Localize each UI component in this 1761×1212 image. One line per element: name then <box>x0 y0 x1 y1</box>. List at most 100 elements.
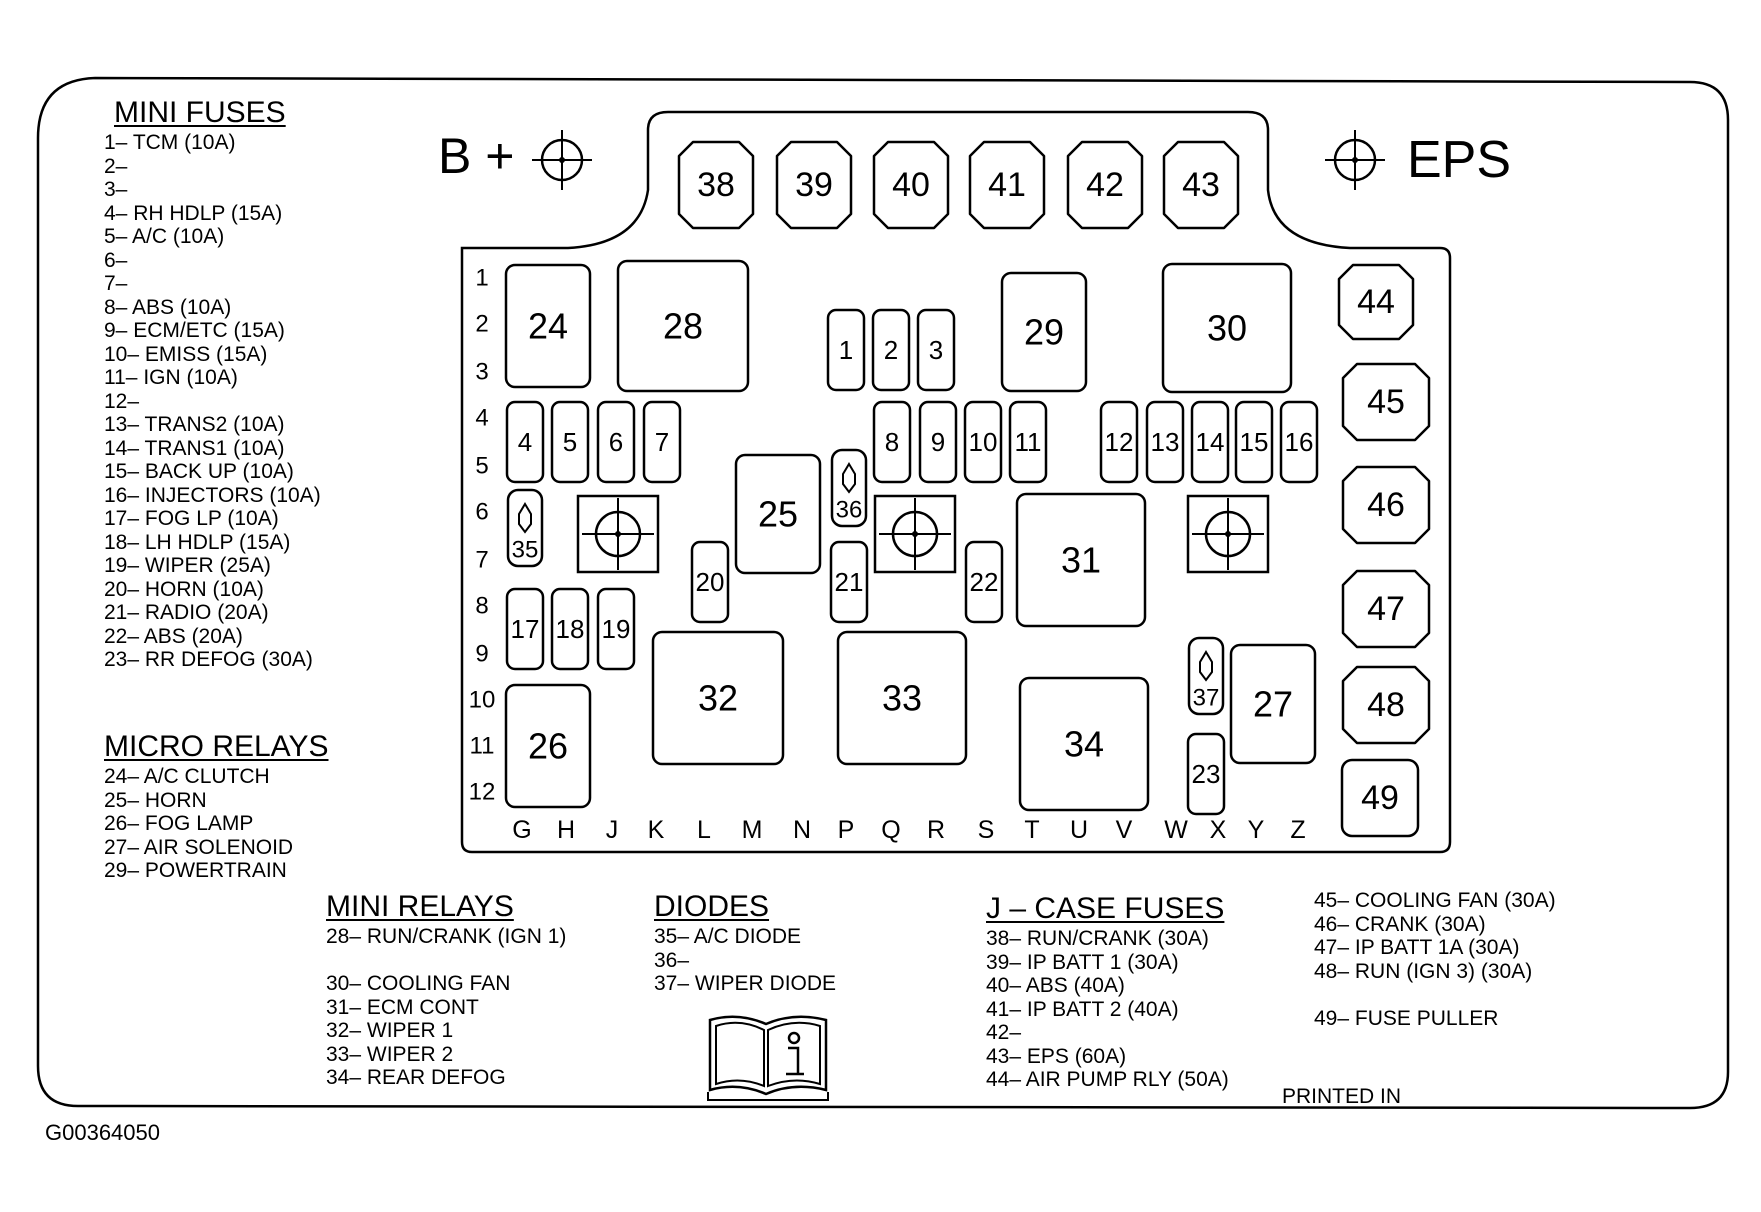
j-case-fuse <box>1066 140 1144 230</box>
mini-fuse <box>1279 400 1319 484</box>
grid-row-label: 9 <box>475 641 488 668</box>
j-case-fuse-number: 48 <box>1367 686 1405 724</box>
relay-box <box>1015 492 1147 628</box>
mini-fuse <box>690 540 730 624</box>
legend-item: 35– A/C DIODE <box>654 925 802 948</box>
grid-column-label: X <box>1210 816 1227 844</box>
j-case-fuse <box>1341 465 1431 545</box>
legend-item: 49– FUSE PULLER <box>1314 1006 1499 1030</box>
legend-item: 10– EMISS (15A) <box>104 342 268 366</box>
mini-fuse <box>871 308 911 392</box>
grid-column-label: G <box>512 816 531 844</box>
fuse-number: 7 <box>655 427 669 457</box>
legend-item: 16– INJECTORS (10A) <box>104 483 321 507</box>
j-case-fuse <box>1341 362 1431 442</box>
legend-item: 27– AIR SOLENOID <box>104 835 294 859</box>
relay-number: 26 <box>528 726 568 767</box>
relay-number: 27 <box>1253 684 1293 725</box>
j-case-fuse-number: 45 <box>1367 383 1405 421</box>
fuse-number: 12 <box>1105 427 1134 457</box>
j-case-fuse-number: 49 <box>1361 779 1399 817</box>
grid-column-label: N <box>793 816 811 844</box>
target-center <box>1352 157 1358 163</box>
fuse-number: 13 <box>1151 427 1180 457</box>
grid-row-label: 10 <box>469 687 496 714</box>
fuse-number: 15 <box>1240 427 1269 457</box>
legend-item: 43– EPS (60A) <box>986 1044 1127 1068</box>
fuse-number: 10 <box>969 427 998 457</box>
j-case-fuse <box>872 140 950 230</box>
grid-row-label: 1 <box>475 265 488 292</box>
mount-boss <box>1186 494 1270 574</box>
legend-item: 37– WIPER DIODE <box>654 972 837 995</box>
legend-item: 42– <box>986 1021 1022 1044</box>
relay-box <box>734 453 822 575</box>
legend-item: 25– HORN <box>104 788 207 812</box>
mini-fuse <box>642 400 682 484</box>
fuse-number: 1 <box>839 335 853 365</box>
mini-fuse <box>1186 732 1226 816</box>
target-center <box>615 531 621 537</box>
fuse-number: 2 <box>884 335 898 365</box>
legend-item: 1– TCM (10A) <box>104 131 236 154</box>
legend-item: 4– RH HDLP (15A) <box>104 201 283 225</box>
j-case-fuse <box>677 140 755 230</box>
fuse-number: 8 <box>885 427 899 457</box>
legend-item: 32– WIPER 1 <box>326 1019 454 1042</box>
legend-item: 18– LH HDLP (15A) <box>104 530 291 554</box>
relay-number: 25 <box>758 494 798 535</box>
relay-box <box>836 630 968 766</box>
relay-box <box>1018 676 1150 812</box>
legend-item: 13– TRANS2 (10A) <box>104 413 285 436</box>
grid-column-label: H <box>557 816 575 844</box>
legend-item: 11– IGN (10A) <box>104 366 238 389</box>
grid-row-label: 6 <box>475 499 488 526</box>
diode-symbol <box>518 502 532 534</box>
fuse-number: 20 <box>696 567 725 597</box>
j-case-fuse <box>1341 665 1431 745</box>
legend-item: 26– FOG LAMP <box>104 812 254 835</box>
legend-item: 17– FOG LP (10A) <box>104 507 279 530</box>
fuse-number: 19 <box>602 614 631 644</box>
legend-item: 3– <box>104 178 128 201</box>
grid-column-label: U <box>1070 816 1088 844</box>
legend-item: 28– RUN/CRANK (IGN 1) <box>326 925 567 948</box>
mini-fuse <box>550 587 590 671</box>
diode-number: 35 <box>512 537 539 564</box>
grid-row-label: 2 <box>475 311 488 338</box>
legend-item: 23– RR DEFOG (30A) <box>104 648 313 671</box>
legend-item: 48– RUN (IGN 3) (30A) <box>1314 959 1533 983</box>
fuse-number: 14 <box>1196 427 1225 457</box>
legend-item: 44– AIR PUMP RLY (50A) <box>986 1068 1229 1091</box>
legend-item: 46– CRANK (30A) <box>1314 912 1486 936</box>
j-case-fuse <box>968 140 1046 230</box>
relay-box <box>1229 643 1317 765</box>
legend-spacer <box>326 949 566 973</box>
legend-item: 12– <box>104 389 140 413</box>
legend-item: 14– TRANS1 (10A) <box>104 436 285 460</box>
fuse-number: 17 <box>511 614 540 644</box>
relay-box <box>504 263 592 389</box>
j-case-fuse-number: 42 <box>1086 166 1124 204</box>
mini-fuse <box>963 400 1003 484</box>
legend-mini-fuses: MINI FUSES 1– TCM (10A)2–3–4– RH HDLP (1… <box>104 97 321 672</box>
mini-fuse <box>964 540 1004 624</box>
legend-item: 47– IP BATT 1A (30A) <box>1314 936 1520 959</box>
legend-item: 15– BACK UP (10A) <box>104 460 294 483</box>
grid-column-label: Y <box>1248 816 1265 844</box>
legend-item: 41– IP BATT 2 (40A) <box>986 997 1179 1021</box>
diode-symbol <box>842 462 856 494</box>
grid-column-label: R <box>927 816 945 844</box>
grid-column-label: W <box>1164 816 1188 844</box>
manual-book-icon <box>707 1015 829 1101</box>
relay-box <box>1000 271 1088 393</box>
relay-number: 33 <box>882 678 922 719</box>
grid-column-label: Q <box>881 816 900 844</box>
relay-box <box>504 683 592 809</box>
grid-row-label: 3 <box>475 359 488 386</box>
fuse-number: 16 <box>1285 427 1314 457</box>
fuse-number: 23 <box>1192 759 1221 789</box>
legend-item: 39– IP BATT 1 (30A) <box>986 950 1179 974</box>
